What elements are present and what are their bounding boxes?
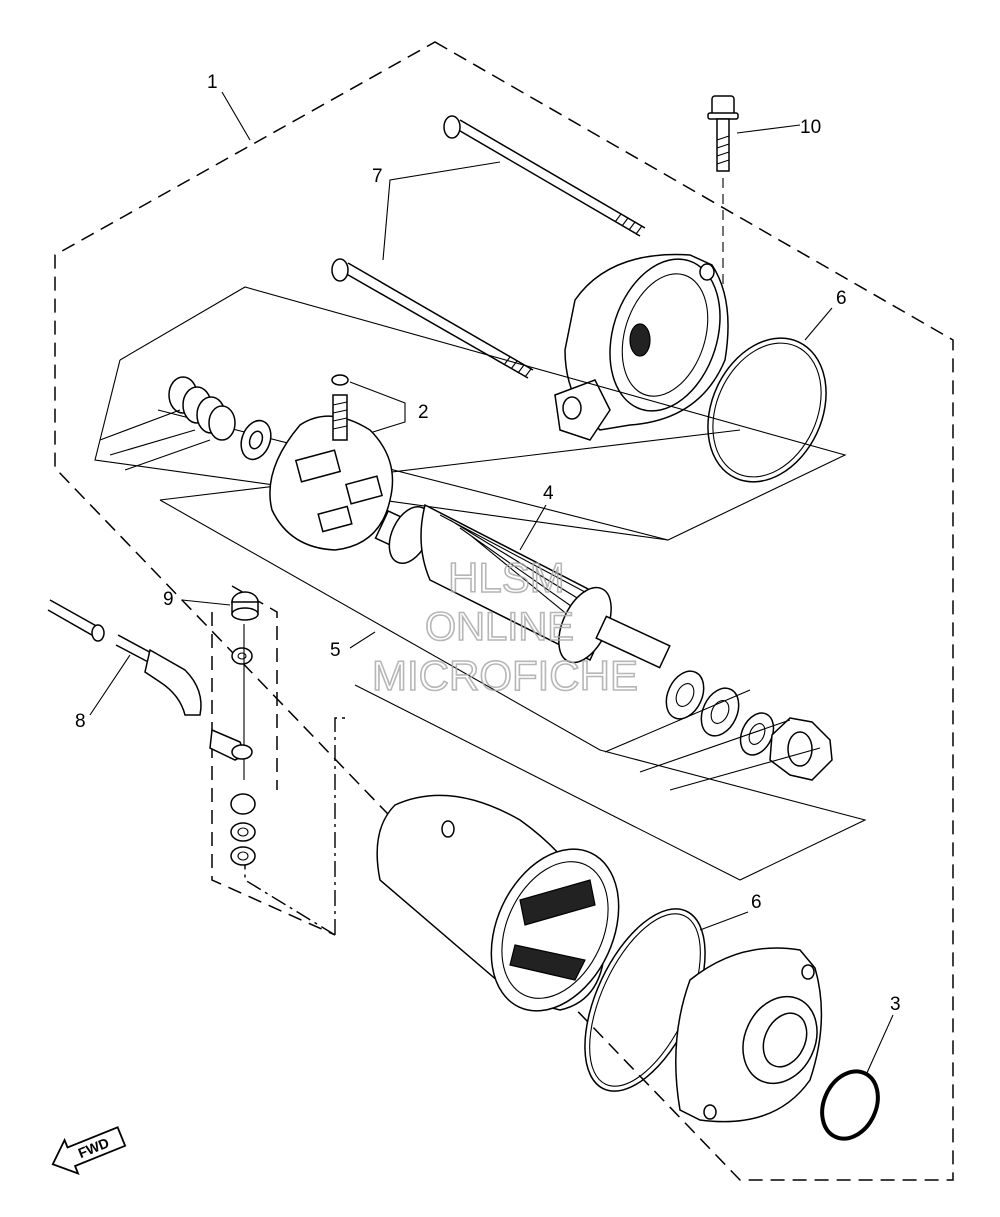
callout-6-lower: 6 [751,892,762,913]
callout-3: 3 [890,994,901,1015]
front-cover-housing [554,253,729,441]
callout-6-upper: 6 [836,288,847,309]
brush-springs [168,376,236,441]
starter-cable [47,599,253,761]
brush-holder-plate [269,374,394,551]
armature-washer-box [159,499,867,881]
rear-cover [675,947,823,1123]
assembly-boundary-dashed [54,41,954,1181]
watermark-line-1: HLSM [448,554,565,601]
lock-washer [769,717,833,781]
brush-holder-bracket-box [119,286,847,541]
armature-shaft-washers [665,670,775,756]
callout-5: 5 [330,640,341,661]
through-bolt-upper [443,115,646,237]
yoke-housing [376,794,620,1012]
terminal-nuts-washers [230,591,259,866]
fwd-direction-badge: FWD [51,1126,127,1175]
callout-1: 1 [207,72,218,93]
callout-7: 7 [372,166,383,187]
through-bolt-lower [331,258,534,379]
o-ring-small [820,1069,880,1141]
callout-10: 10 [800,117,821,138]
armature [374,503,671,669]
callout-9: 9 [163,589,174,610]
watermark: HLSM ONLINE MICROFICHE [371,553,639,700]
leader-lines [89,91,894,1076]
o-ring-upper [707,337,827,483]
fwd-arrow-icon [51,1126,127,1175]
callout-4: 4 [543,483,554,504]
callout-8: 8 [75,711,86,732]
yoke-terminal-bracket [334,717,345,935]
watermark-line-2: ONLINE [425,605,574,649]
terminal-hardware-dashed-box [211,585,336,936]
callout-2: 2 [418,402,429,423]
flange-bolt [707,95,739,290]
watermark-line-3: MICROFICHE [372,652,638,699]
through-bolts [331,115,646,379]
